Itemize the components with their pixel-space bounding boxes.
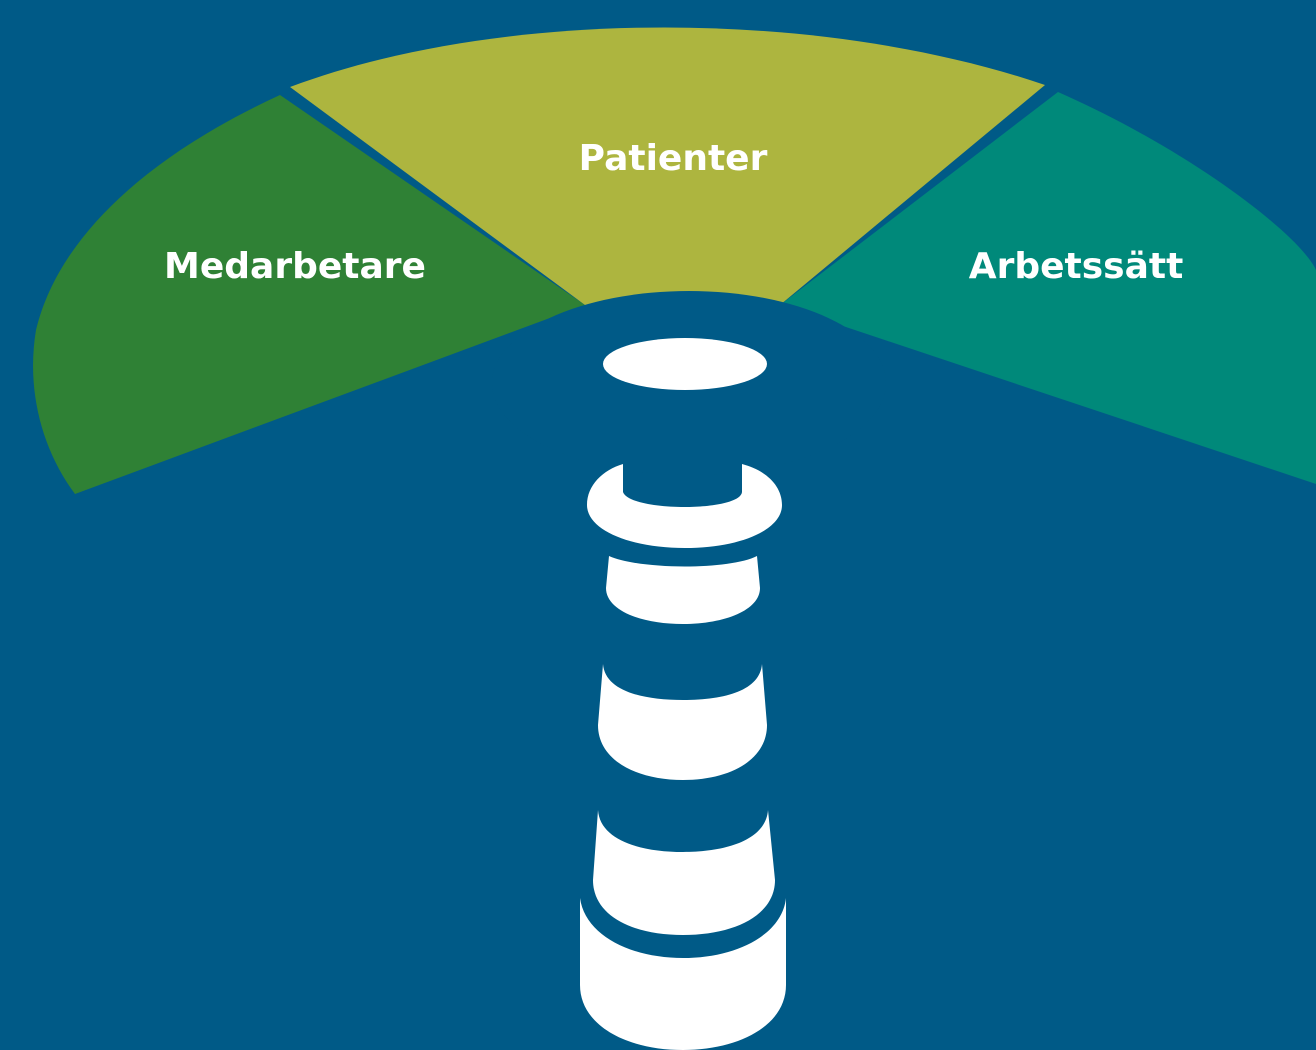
lighthouse-base [580, 898, 786, 1050]
segment-arbetssatt [780, 92, 1316, 484]
lighthouse-band-1 [606, 556, 760, 624]
lighthouse-gallery [587, 464, 782, 548]
segment-label-medarbetare: Medarbetare [164, 246, 426, 287]
lighthouse-cap [603, 338, 767, 390]
segment-patienter [290, 27, 1045, 306]
lighthouse-band-2 [598, 664, 767, 780]
segment-label-patienter: Patienter [579, 138, 768, 179]
lighthouse-band-3 [593, 810, 775, 935]
segment-label-arbetssatt: Arbetssätt [969, 246, 1184, 287]
segment-medarbetare [33, 95, 585, 494]
